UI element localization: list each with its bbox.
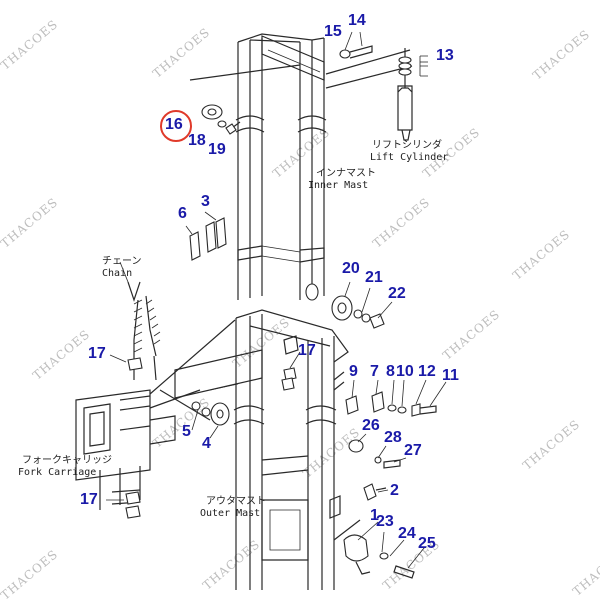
parts-chain-sheave: [305, 283, 385, 329]
callout-22: 22: [388, 285, 406, 302]
callout-17-lower-left: 17: [80, 491, 98, 508]
callout-12: 12: [418, 363, 436, 380]
callout-3: 3: [201, 193, 210, 210]
parts-brackets: [189, 217, 227, 261]
inner-mast-label-en: Inner Mast: [308, 180, 369, 191]
outer-mast-drawing: [174, 309, 361, 590]
inner-mast-label-jp: インナマスト: [316, 168, 376, 179]
callout-18: 18: [188, 132, 206, 149]
fork-carriage-label-jp: フォークキャリッジ: [22, 455, 112, 466]
callout-17-middle: 17: [298, 342, 316, 359]
chain-label-en: Chain: [102, 268, 133, 279]
callout-24: 24: [398, 525, 416, 542]
parts-upper-right: [339, 45, 428, 77]
callout-17-upper-left: 17: [88, 345, 106, 362]
callout-27: 27: [404, 442, 422, 459]
callout-1: 1: [370, 507, 379, 524]
parts-top-sheave: [201, 104, 237, 135]
parts-clamp: [343, 534, 415, 579]
lift-cylinder-label-en: Lift Cylinder: [370, 152, 449, 163]
callout-16-highlight-ring: [160, 110, 192, 142]
inner-mast-drawing: [235, 33, 413, 300]
parts-bracket-bolt: [345, 391, 437, 417]
callout-14: 14: [348, 12, 366, 29]
callout-20: 20: [342, 260, 360, 277]
callout-5: 5: [182, 423, 191, 440]
callout-26: 26: [362, 417, 380, 434]
callout-2: 2: [390, 482, 399, 499]
outer-mast-label-jp: アウタマスト: [206, 496, 266, 507]
callout-28: 28: [384, 429, 402, 446]
callout-13: 13: [436, 47, 454, 64]
callout-11: 11: [442, 367, 459, 384]
callout-10: 10: [396, 363, 414, 380]
callout-16: 16: [165, 116, 183, 133]
callout-7: 7: [370, 363, 379, 380]
outer-mast-label-en: Outer Mast: [200, 508, 261, 519]
callout-25: 25: [418, 535, 436, 552]
lift-cylinder-label-jp: リフトシリンダ: [372, 140, 442, 151]
parts-lower-sheave: [191, 401, 230, 426]
callout-15: 15: [324, 23, 342, 40]
callout-9: 9: [349, 363, 358, 380]
leader-lines: [106, 31, 447, 569]
callout-4: 4: [202, 435, 211, 452]
fork-carriage-label-en: Fork Carriage: [18, 467, 97, 478]
chain-label-jp: チェーン: [102, 256, 142, 267]
fork-carriage-drawing: [75, 319, 236, 510]
callout-8: 8: [386, 363, 395, 380]
callout-6: 6: [178, 205, 187, 222]
parts-stopper: [348, 439, 401, 469]
callout-21: 21: [365, 269, 383, 286]
callout-19: 19: [208, 141, 226, 158]
callout-23: 23: [376, 513, 394, 530]
parts-nuts: [125, 357, 297, 519]
